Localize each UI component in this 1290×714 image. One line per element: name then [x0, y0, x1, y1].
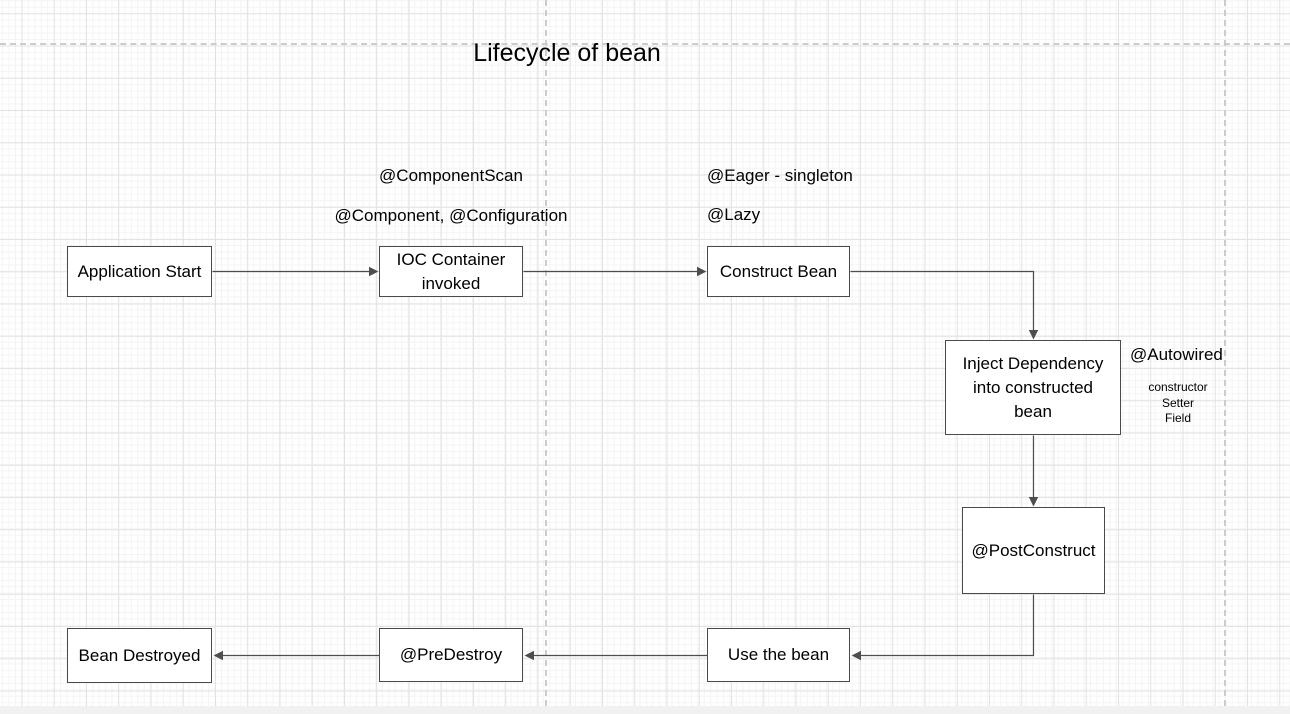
connector-construct-bean-to-inject-dependency[interactable]	[850, 270, 1039, 340]
page-boundary-vertical-left	[545, 0, 547, 706]
node-bean-destroyed[interactable]: Bean Destroyed	[67, 628, 212, 683]
node-inject-dependency[interactable]: Inject Dependency into constructed bean	[945, 340, 1121, 435]
annotation-componentscan[interactable]: @ComponentScan	[379, 166, 523, 185]
node-predestroy[interactable]: @PreDestroy	[379, 628, 523, 682]
node-postconstruct[interactable]: @PostConstruct	[962, 507, 1105, 594]
annotation-autowired-injection-types[interactable]: constructor Setter Field	[1148, 380, 1208, 425]
node-application-start[interactable]: Application Start	[67, 246, 212, 297]
connector-postconstruct-to-use-the-bean[interactable]	[851, 594, 1035, 661]
page-bottom-edge	[0, 706, 1290, 714]
annotation-component-configuration[interactable]: @Component, @Configuration	[334, 206, 568, 225]
annotation-lazy[interactable]: @Lazy	[707, 205, 761, 224]
page-boundary-vertical-right	[1224, 0, 1226, 706]
annotation-autowired[interactable]: @Autowired	[1130, 345, 1223, 364]
annotation-eager-singleton[interactable]: @Eager - singleton	[707, 166, 853, 185]
node-use-the-bean[interactable]: Use the bean	[707, 628, 850, 682]
diagram-title[interactable]: Lifecycle of bean	[473, 39, 661, 67]
page-boundary-horizontal	[0, 43, 1290, 45]
node-ioc-container-invoked[interactable]: IOC Container invoked	[379, 246, 523, 297]
node-construct-bean[interactable]: Construct Bean	[707, 246, 850, 297]
